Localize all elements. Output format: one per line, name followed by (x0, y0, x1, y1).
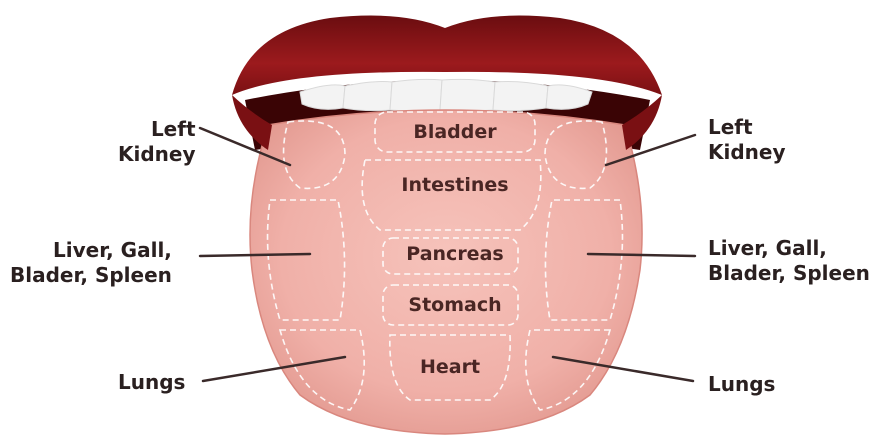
label-lungs-left: Lungs (118, 370, 185, 395)
label-lungs-right: Lungs (708, 372, 775, 397)
label-heart: Heart (420, 356, 480, 378)
label-liver-left: Liver, Gall, Blader, Spleen (10, 238, 172, 288)
label-left-kidney-left: Left Kidney (118, 117, 196, 167)
label-left-kidney-right: Left Kidney (708, 115, 786, 165)
label-stomach: Stomach (408, 294, 501, 316)
label-pancreas: Pancreas (406, 243, 503, 265)
label-intestines: Intestines (401, 174, 508, 196)
teeth (300, 79, 592, 111)
label-liver-right: Liver, Gall, Blader, Spleen (708, 236, 870, 286)
label-bladder: Bladder (413, 121, 496, 143)
